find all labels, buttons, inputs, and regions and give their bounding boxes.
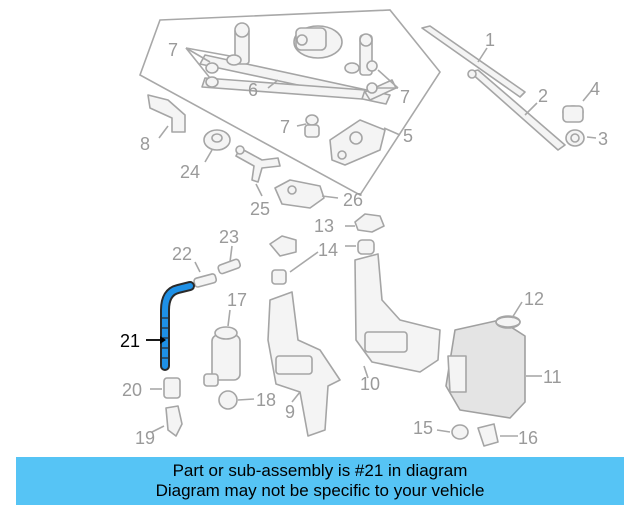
bracket-part-8 <box>147 94 186 133</box>
fittings-parts-22-23 <box>193 258 242 288</box>
fittings-parts-19-20 <box>163 377 183 437</box>
seal-ring-part-12 <box>495 315 521 329</box>
callout-19: 19 <box>135 428 155 448</box>
callout-13: 13 <box>314 216 334 236</box>
callout-11: 11 <box>543 367 562 387</box>
callout-3: 3 <box>598 129 608 149</box>
callout-8: 8 <box>140 134 150 154</box>
callout-12: 12 <box>524 289 544 309</box>
callout-20: 20 <box>122 380 142 400</box>
wiper-linkage-assembly <box>139 9 441 197</box>
parts-diagram: 1 2 3 4 5 6 7 7 7 8 9 10 11 12 13 14 15 … <box>120 9 608 448</box>
fittings-parts-15-16 <box>451 423 499 447</box>
grommet-part-18 <box>218 390 238 410</box>
grommet-part-24 <box>203 129 231 151</box>
callout-5: 5 <box>403 126 413 146</box>
callout-7-left: 7 <box>168 40 178 60</box>
callout-17: 17 <box>227 290 247 310</box>
callout-14: 14 <box>318 240 338 260</box>
callout-9: 9 <box>285 402 295 422</box>
washer-tank-part-11 <box>445 316 526 419</box>
banner-line-2: Diagram may not be specific to your vehi… <box>155 481 485 500</box>
mount-parts-13-14 <box>269 213 385 285</box>
callout-18: 18 <box>256 390 276 410</box>
callout-1: 1 <box>485 30 495 50</box>
callout-6: 6 <box>248 80 258 100</box>
reservoir-neck-part-9 <box>267 291 341 437</box>
banner-line-1: Part or sub-assembly is #21 in diagram <box>172 461 468 480</box>
callout-4: 4 <box>590 79 600 99</box>
callout-21: 21 <box>120 331 140 351</box>
info-banner: Part or sub-assembly is #21 in diagram D… <box>16 457 624 505</box>
callout-7-middle: 7 <box>280 117 290 137</box>
callout-22: 22 <box>172 244 192 264</box>
callout-10: 10 <box>360 374 380 394</box>
callout-25: 25 <box>250 199 270 219</box>
reservoir-part-10 <box>354 253 441 373</box>
callout-23: 23 <box>219 227 239 247</box>
callout-15: 15 <box>413 418 433 438</box>
callout-labels: 1 2 3 4 5 6 7 7 7 8 9 10 11 12 13 14 15 … <box>120 30 608 448</box>
pump-part-17 <box>203 326 241 387</box>
nozzle-part-26 <box>274 179 325 209</box>
leader-lines <box>146 47 597 437</box>
wiper-blade-and-arm <box>421 25 585 151</box>
callout-24: 24 <box>180 162 200 182</box>
callout-16: 16 <box>518 428 538 448</box>
callout-26: 26 <box>343 190 363 210</box>
connector-part-25 <box>235 145 281 183</box>
hose-part-21-highlighted <box>160 281 195 371</box>
callout-2: 2 <box>538 86 548 106</box>
callout-7-right: 7 <box>400 87 410 107</box>
hose-part-21-fill <box>162 283 193 369</box>
